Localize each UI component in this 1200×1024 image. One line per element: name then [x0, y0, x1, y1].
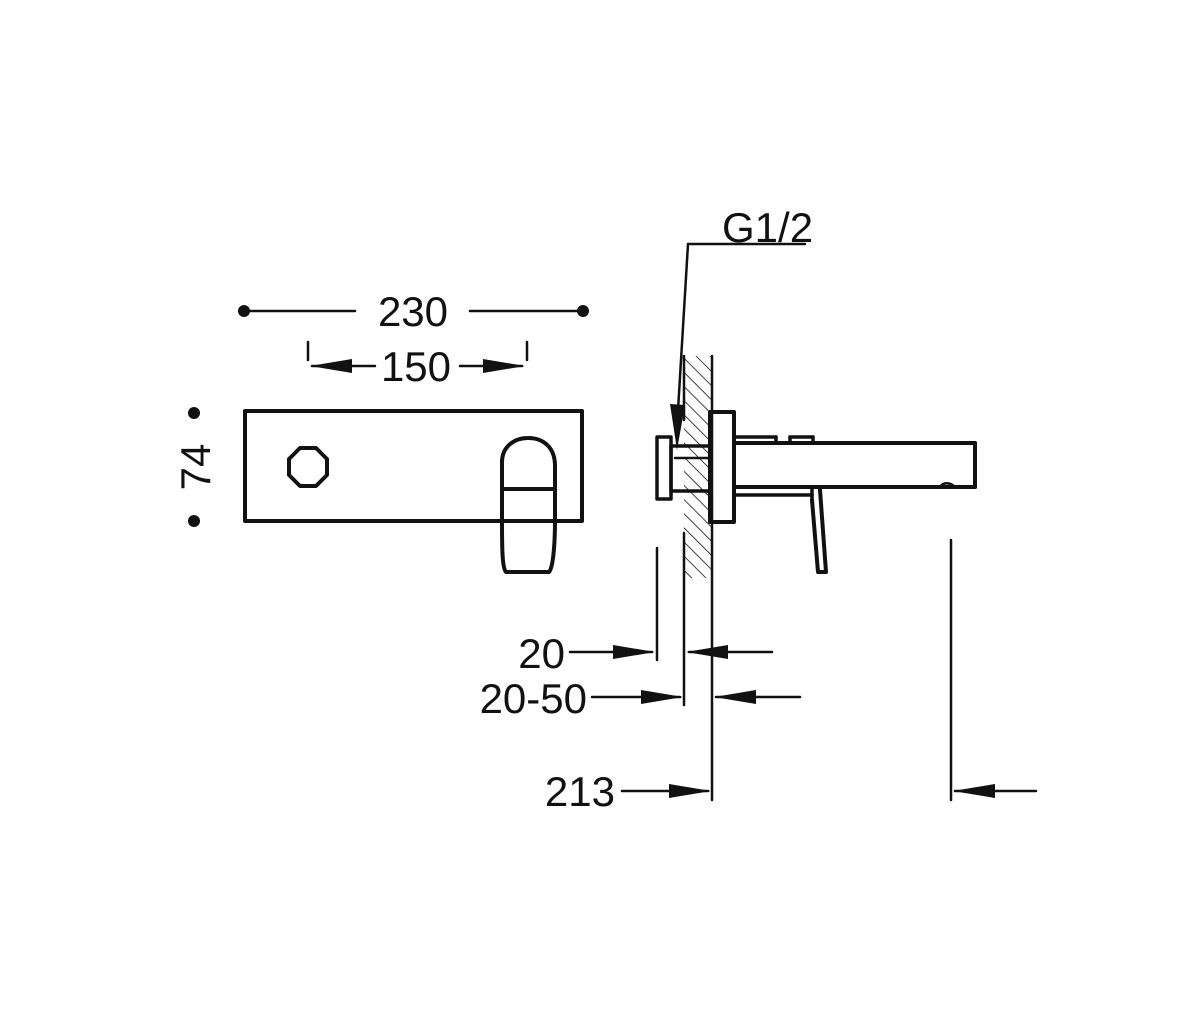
spout-aerator: [938, 482, 957, 489]
wall-depth-label: 20-50: [480, 675, 587, 722]
dimension-dot-bottom: [188, 515, 200, 527]
cartridge-cap: [655, 435, 673, 501]
thread-arrow-icon: [670, 404, 685, 450]
wall-hatching: [684, 356, 712, 578]
spout-reach-label: 213: [545, 768, 615, 815]
arrow-right-icon: [669, 784, 711, 798]
dimension-dot-top: [188, 407, 200, 419]
lever-handle: [500, 436, 557, 574]
thread-callout: G1/2: [670, 204, 813, 450]
arrow-left-icon: [953, 784, 995, 798]
diverter-knob: [287, 446, 329, 488]
arrow-left-icon: [686, 645, 728, 659]
arrow-right-icon: [641, 690, 683, 704]
front-view: 230 150 74: [172, 288, 589, 574]
dimension-dot-left: [238, 305, 250, 317]
dimension-plate-projection: 20: [518, 630, 774, 677]
side-view: G1/2: [480, 204, 1038, 815]
wall-plate: [243, 409, 584, 523]
plate-height-label: 74: [172, 444, 219, 491]
lever-side: [810, 488, 828, 574]
dimension-overall-width: 230: [238, 288, 589, 335]
plate-projection-label: 20: [518, 630, 565, 677]
thread-leader-vertical: [676, 242, 690, 412]
wall-section: [682, 354, 714, 802]
wall-plate-side: [708, 410, 736, 524]
arrow-right-icon: [483, 359, 525, 373]
arrow-left-icon: [714, 690, 756, 704]
arrow-left-icon: [310, 359, 352, 373]
arrow-right-icon: [613, 645, 655, 659]
dimension-dot-right: [577, 305, 589, 317]
overall-width-label: 230: [378, 288, 448, 335]
center-distance-label: 150: [381, 343, 451, 390]
dimension-center-distance: 150: [306, 340, 529, 390]
dimension-spout-reach: 213: [545, 768, 1038, 815]
dimension-wall-depth: 20-50: [480, 675, 802, 722]
mixer-body-side: [655, 410, 977, 574]
dimension-plate-height: 74: [172, 407, 219, 527]
